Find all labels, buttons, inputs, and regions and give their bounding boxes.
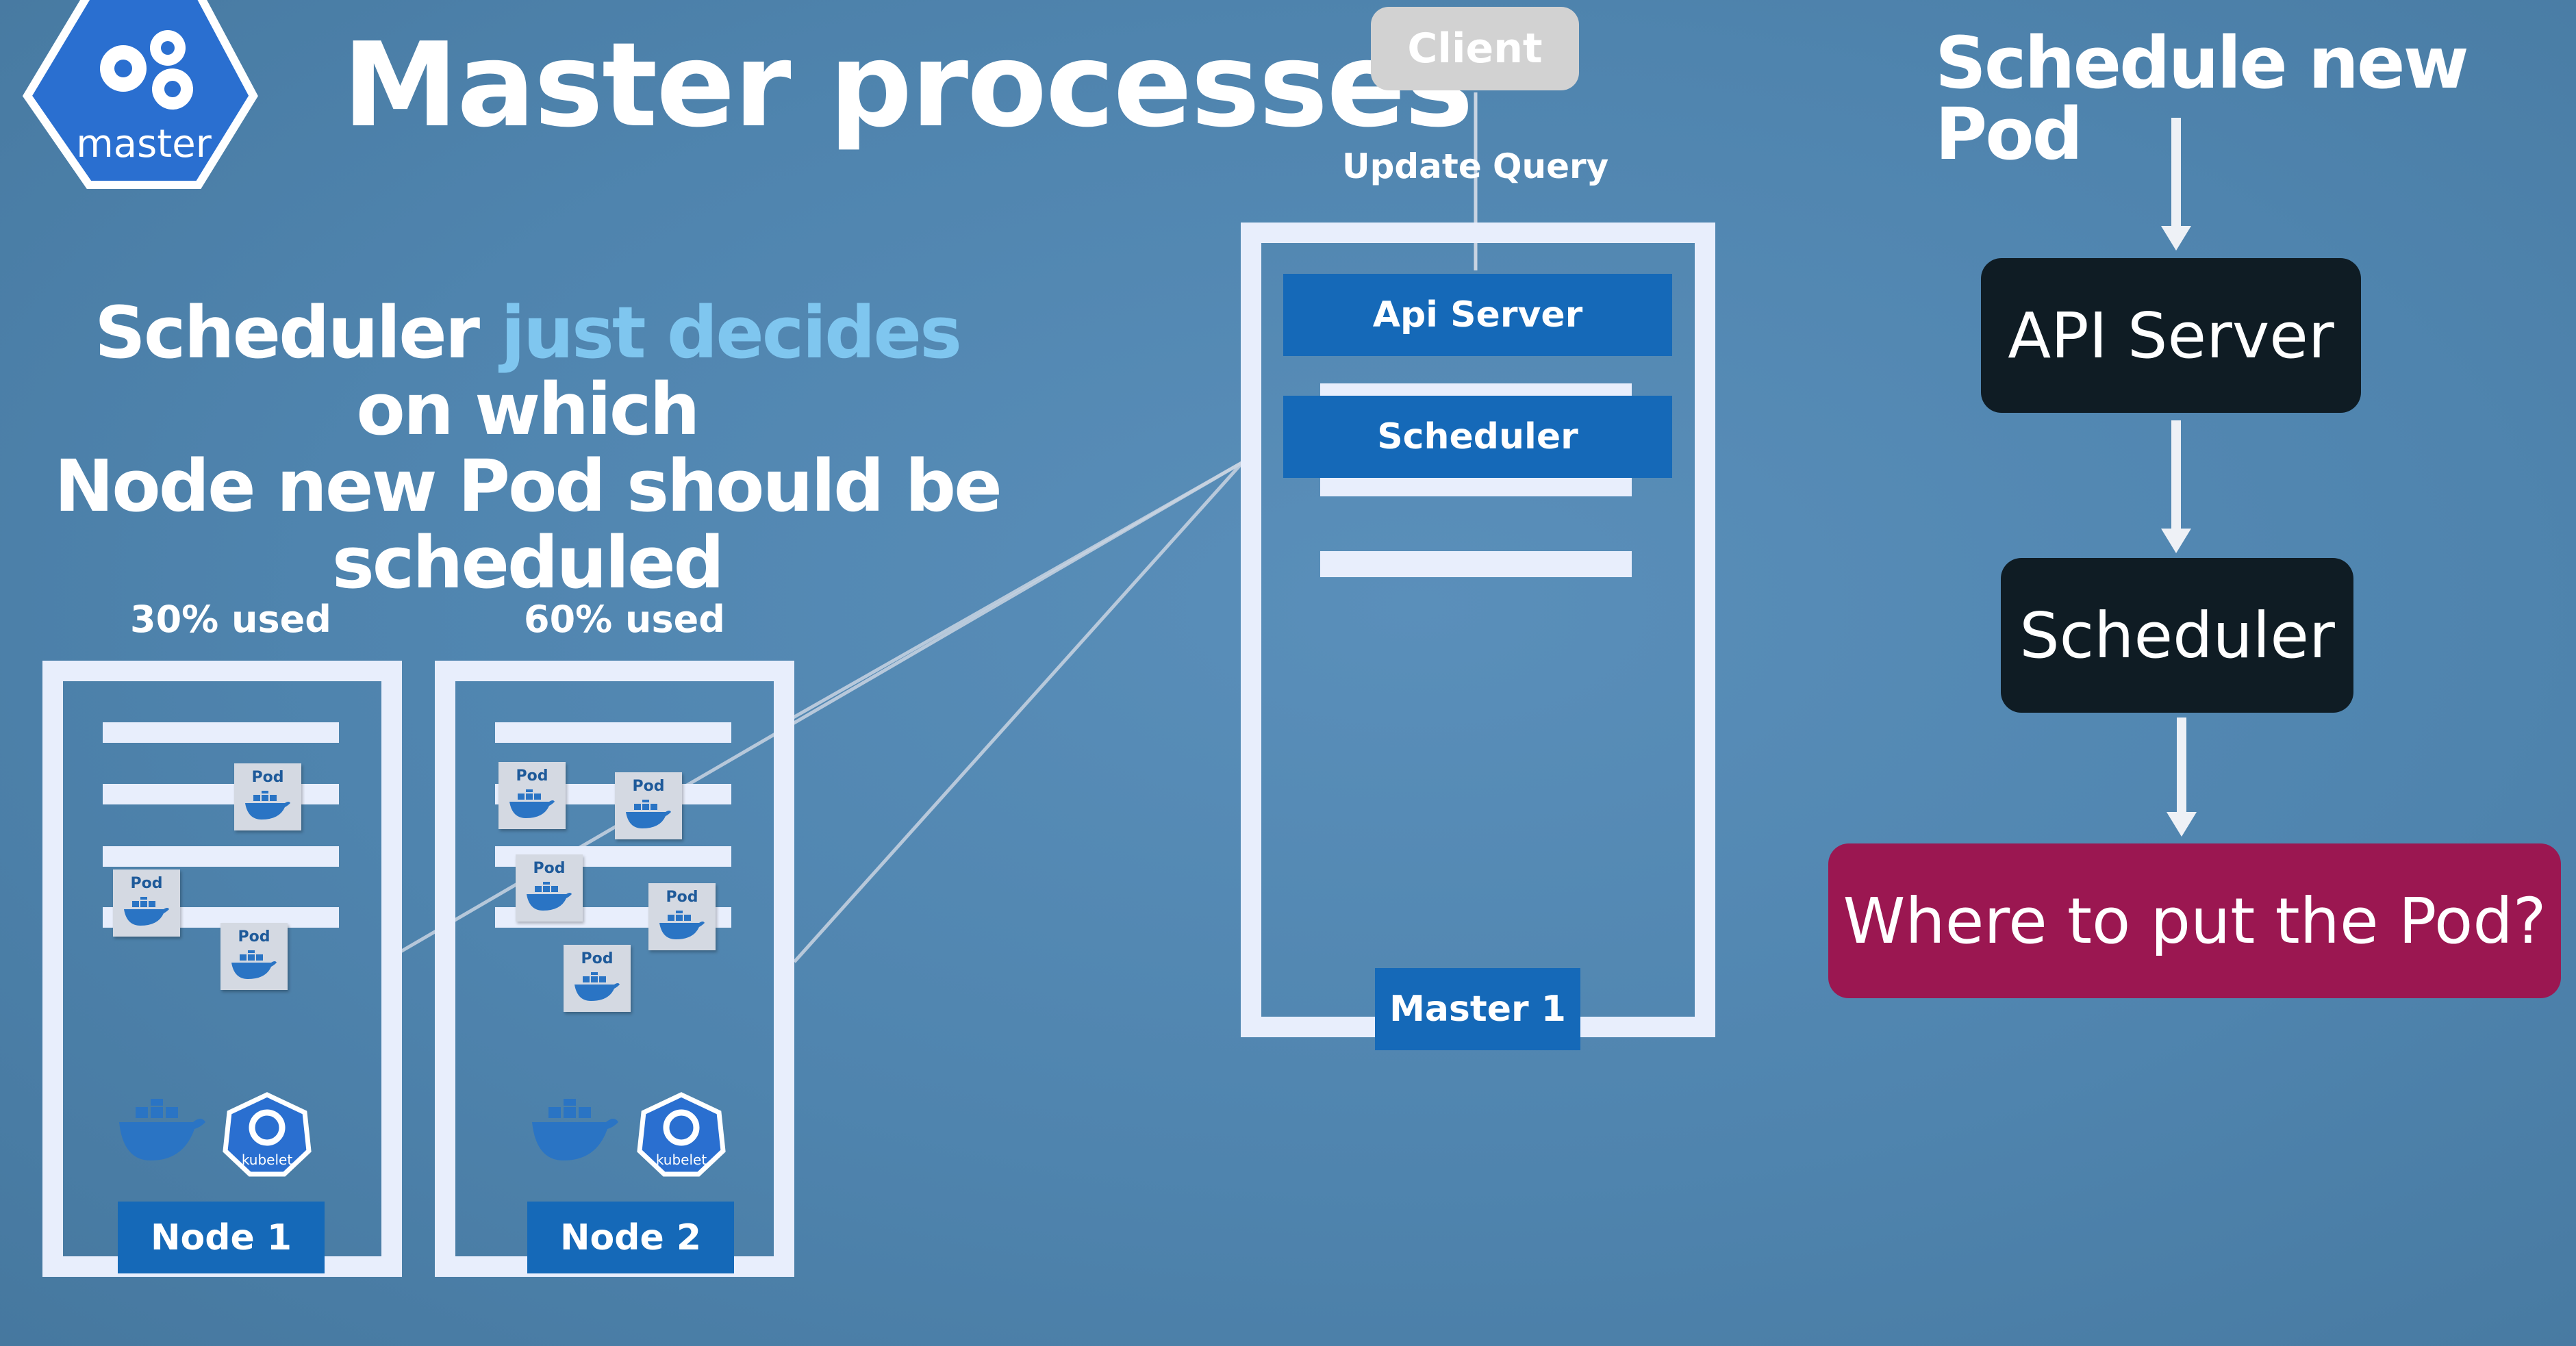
pod: Pod bbox=[498, 762, 566, 829]
statement-part2: on which bbox=[356, 368, 700, 451]
node1-bar bbox=[103, 784, 339, 804]
pod: Pod bbox=[516, 854, 583, 922]
statement-highlight: just decides bbox=[501, 291, 962, 374]
pod-label: Pod bbox=[666, 889, 698, 906]
docker-whale-icon bbox=[532, 1099, 618, 1160]
master-frame bbox=[1241, 223, 1715, 1037]
kubernetes-gear-icon bbox=[22, 0, 258, 189]
master-bar bbox=[1320, 476, 1632, 496]
kubelet-icon: kubelet bbox=[637, 1092, 726, 1177]
api-server-component: Api Server bbox=[1283, 274, 1672, 356]
kubelet-label: kubelet bbox=[242, 1152, 293, 1168]
docker-whale-icon bbox=[124, 897, 169, 926]
badge-label: master bbox=[76, 122, 212, 166]
kubelet-icon: kubelet bbox=[223, 1092, 312, 1177]
docker-whale-icon bbox=[509, 789, 555, 818]
scheduler-component: Scheduler bbox=[1283, 396, 1672, 478]
node1-bar bbox=[103, 846, 339, 867]
pod: Pod bbox=[564, 945, 631, 1012]
flow-question: Where to put the Pod? bbox=[1828, 843, 2561, 998]
pod: Pod bbox=[113, 869, 180, 937]
docker-whale-icon bbox=[527, 882, 572, 911]
node2-usage: 60% used bbox=[524, 598, 725, 641]
client-box: Client bbox=[1371, 7, 1579, 90]
statement-line2: Node new Pod should be scheduled bbox=[54, 444, 1002, 605]
master-badge: master bbox=[21, 0, 267, 199]
query-label: Query bbox=[1493, 147, 1609, 186]
kubelet-label: kubelet bbox=[656, 1152, 707, 1168]
pod: Pod bbox=[615, 772, 682, 839]
arrow-down-icon bbox=[2167, 718, 2197, 837]
arrow-down-icon bbox=[2161, 118, 2191, 251]
update-label: Update bbox=[1342, 147, 1482, 186]
docker-whale-icon bbox=[574, 972, 620, 1001]
node1-usage: 30% used bbox=[130, 598, 331, 641]
flow-title: Schedule new Pod bbox=[1935, 21, 2469, 176]
master-label: Master 1 bbox=[1375, 968, 1580, 1050]
docker-whale-icon bbox=[659, 911, 705, 939]
flow-scheduler: Scheduler bbox=[2001, 558, 2353, 713]
statement-part1: Scheduler bbox=[94, 291, 501, 374]
pod-label: Pod bbox=[516, 767, 548, 785]
docker-whale-icon bbox=[231, 950, 277, 979]
docker-whale-icon bbox=[245, 791, 290, 820]
master-bar bbox=[1320, 551, 1632, 577]
statement-text: Scheduler just decides on which Node new… bbox=[48, 294, 1007, 601]
pod-label: Pod bbox=[251, 769, 284, 786]
pod-label: Pod bbox=[632, 778, 665, 795]
page-title: Master processes bbox=[342, 18, 1474, 153]
node2-label: Node 2 bbox=[527, 1202, 734, 1273]
node1-frame bbox=[42, 661, 402, 1277]
pod: Pod bbox=[234, 763, 301, 830]
pod: Pod bbox=[648, 883, 716, 950]
pod-label: Pod bbox=[238, 928, 270, 945]
node1-bar bbox=[103, 722, 339, 743]
node1-label: Node 1 bbox=[118, 1202, 325, 1273]
node2-bar bbox=[495, 722, 731, 743]
pod-label: Pod bbox=[130, 875, 163, 892]
arrow-down-icon bbox=[2161, 420, 2191, 553]
docker-whale-icon bbox=[119, 1099, 205, 1160]
pod-label: Pod bbox=[533, 860, 566, 877]
pod-label: Pod bbox=[581, 950, 614, 967]
docker-whale-icon bbox=[626, 800, 671, 828]
pod: Pod bbox=[220, 923, 288, 990]
flow-api-server: API Server bbox=[1981, 258, 2361, 413]
